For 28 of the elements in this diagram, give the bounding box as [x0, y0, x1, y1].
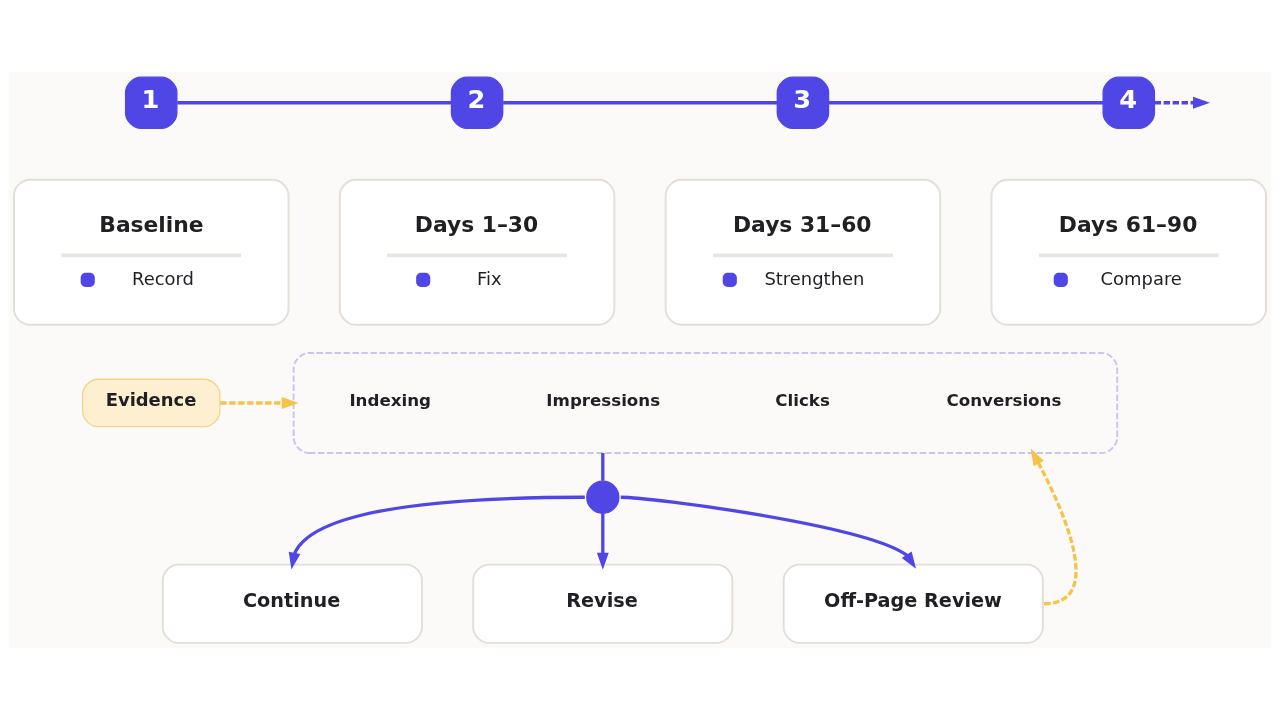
arrow	[1154, 96, 1210, 109]
node-text: Conversions	[946, 391, 1062, 411]
node-box: 2	[450, 76, 504, 130]
arrow	[596, 513, 609, 570]
node-circle	[586, 480, 620, 514]
connector	[601, 453, 605, 481]
arrow	[1030, 448, 1078, 606]
node-box: Continue	[161, 563, 423, 644]
node-box: 3	[776, 76, 830, 130]
node-box: Days 1–30 Fix	[338, 178, 616, 326]
node-text: Impressions	[546, 391, 661, 411]
arrow	[620, 495, 917, 569]
node-box: Evidence	[81, 378, 221, 428]
node-box: Off-Page Review	[782, 563, 1044, 644]
arrow	[220, 397, 299, 409]
connector	[503, 101, 778, 105]
cluster	[292, 352, 1119, 454]
connector	[829, 101, 1103, 105]
node-box: Days 31–60 Strengthen	[664, 178, 942, 326]
node-box: Baseline Record	[13, 178, 290, 326]
node-box: Revise	[472, 563, 734, 644]
node-text: Indexing	[349, 391, 431, 411]
arrow	[288, 495, 585, 570]
connector	[177, 101, 452, 105]
node-box: Days 61–90 Compare	[990, 178, 1267, 326]
node-box: 1	[124, 76, 178, 130]
node-text: Clicks	[775, 391, 830, 411]
node-box: 4	[1102, 76, 1156, 130]
